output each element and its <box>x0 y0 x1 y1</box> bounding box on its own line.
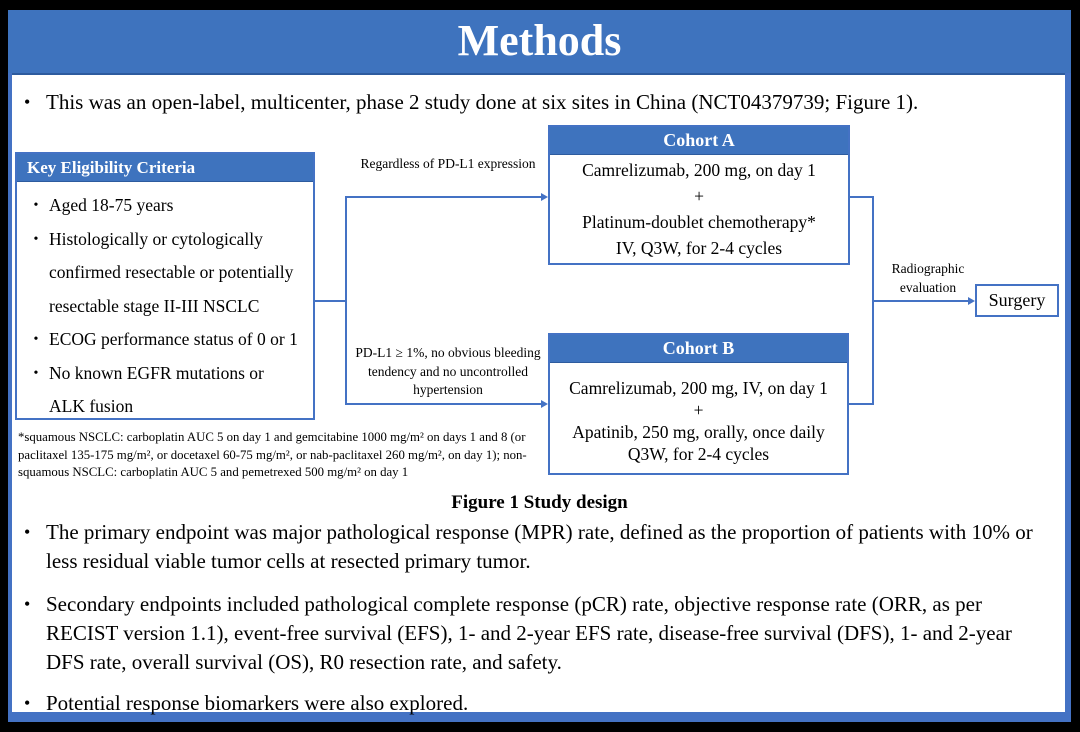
cohort-b-line: + <box>693 400 704 420</box>
branch-label-bottom: PD-L1 ≥ 1%, no obvious bleeding tendency… <box>355 345 541 397</box>
eligibility-item-text: ECOG performance status of 0 or 1 <box>49 329 298 349</box>
figure-caption: Figure 1 Study design <box>451 492 628 513</box>
biomarkers-bullet: • Potential response biomarkers were als… <box>24 689 1052 718</box>
bullet-icon: • <box>24 594 31 614</box>
eligibility-item-text: Aged 18-75 years <box>49 195 174 215</box>
arrow-to-cohort-a-line <box>345 196 541 198</box>
bullet-icon: • <box>24 693 31 713</box>
eligibility-header: Key Eligibility Criteria <box>17 154 313 182</box>
cohort-a-line: + <box>694 186 704 206</box>
eligibility-box: Key Eligibility Criteria • Aged 18-75 ye… <box>15 152 315 420</box>
chemotherapy-footnote: *squamous NSCLC: carboplatin AUC 5 on da… <box>18 430 527 479</box>
slide-border-bottom <box>8 712 1071 722</box>
cohort-a-line: Camrelizumab, 200 mg, on day 1 <box>582 160 816 180</box>
arrow-to-cohort-b-head-icon <box>541 400 548 408</box>
cohort-a-body: Camrelizumab, 200 mg, on day 1 + Platinu… <box>550 155 848 261</box>
endpoint-secondary-bullet: • Secondary endpoints included pathologi… <box>24 590 1052 677</box>
endpoint-primary-text: The primary endpoint was major pathologi… <box>46 520 1033 573</box>
bullet-icon: • <box>33 231 39 247</box>
intro-bullet: • This was an open-label, multicenter, p… <box>24 88 1044 117</box>
title-bar: Methods <box>8 10 1071 75</box>
surgery-box: Surgery <box>975 284 1059 317</box>
connector-eligibility <box>315 300 345 302</box>
evaluation-label: Radiographic evaluation <box>891 261 965 295</box>
surgery-label: Surgery <box>988 290 1046 310</box>
cohort-b-body: Camrelizumab, 200 mg, IV, on day 1 + Apa… <box>550 363 847 465</box>
slide-border-right <box>1065 73 1071 722</box>
cohort-b-line: Apatinib, 250 mg, orally, once daily <box>572 422 825 442</box>
endpoint-primary-bullet: • The primary endpoint was major patholo… <box>24 518 1052 576</box>
arrow-to-surgery-line <box>872 300 970 302</box>
connector-cohort-b-out <box>849 403 872 405</box>
cohort-b-header: Cohort B <box>550 335 847 363</box>
eligibility-item: • ECOG performance status of 0 or 1 <box>23 323 307 357</box>
bullet-icon: • <box>24 92 31 112</box>
bullet-icon: • <box>24 522 31 542</box>
slide: Methods • This was an open-label, multic… <box>8 10 1071 722</box>
connector-cohort-a-out <box>850 196 872 198</box>
cohort-a-line: IV, Q3W, for 2-4 cycles <box>615 238 783 258</box>
cohort-a-line: Platinum-doublet chemotherapy* <box>582 212 816 232</box>
page-title: Methods <box>457 16 622 65</box>
bullet-icon: • <box>33 365 39 381</box>
eligibility-item: • No known EGFR mutations or ALK fusion <box>23 357 307 424</box>
branch-label-top: Regardless of PD-L1 expression <box>360 156 536 171</box>
eligibility-item: • Histologically or cytologically confir… <box>23 223 307 324</box>
cohort-b-box: Cohort B Camrelizumab, 200 mg, IV, on da… <box>548 333 849 475</box>
eligibility-item-text: Histologically or cytologically confirme… <box>49 228 294 316</box>
cohort-b-line: Q3W, for 2-4 cycles <box>627 444 770 464</box>
endpoint-secondary-text: Secondary endpoints included pathologica… <box>46 592 1012 674</box>
cohort-b-line: Camrelizumab, 200 mg, IV, on day 1 <box>569 378 828 398</box>
bullet-icon: • <box>33 198 39 213</box>
eligibility-list: • Aged 18-75 years • Histologically or c… <box>17 182 313 424</box>
intro-bullet-text: This was an open-label, multicenter, pha… <box>46 90 919 114</box>
cohort-a-box: Cohort A Camrelizumab, 200 mg, on day 1 … <box>548 125 850 265</box>
slide-border-left <box>8 73 12 722</box>
arrow-to-cohort-b-line <box>345 403 541 405</box>
biomarkers-text: Potential response biomarkers were also … <box>46 691 469 715</box>
eligibility-item: • Aged 18-75 years <box>23 189 307 223</box>
eligibility-item-text: No known EGFR mutations or ALK fusion <box>49 362 264 417</box>
arrow-to-surgery-head-icon <box>968 297 975 305</box>
arrow-to-cohort-a-head-icon <box>541 193 548 201</box>
cohort-a-header: Cohort A <box>550 127 848 155</box>
connector-left-spine <box>345 196 347 405</box>
bullet-icon: • <box>33 332 39 347</box>
